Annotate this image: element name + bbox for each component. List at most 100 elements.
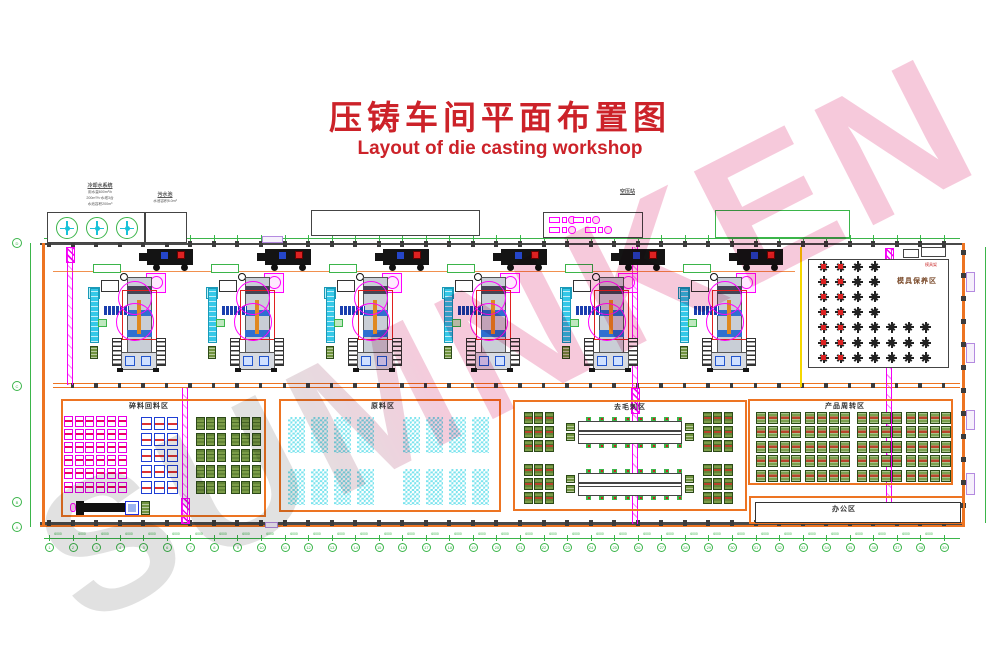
grid-column-bubble: 39: [939, 543, 949, 552]
outfeed-conveyor: [562, 288, 571, 343]
top-wall-column: [753, 241, 758, 247]
part-rack: [628, 338, 638, 366]
bay-dimension: 6000: [854, 531, 863, 536]
bay-dimension: 6000: [383, 531, 392, 536]
bottom-dim-tick: [402, 535, 404, 541]
product-pallet: [929, 412, 940, 424]
scrap-drum: [251, 449, 261, 462]
deburr-stool-dot: [639, 418, 642, 420]
grid-column-bubble: 30: [727, 543, 737, 552]
deburr-drum: [534, 440, 544, 452]
grid-column-bubble: 27: [657, 543, 667, 552]
right-wall-column: [961, 296, 966, 301]
bottom-dim-tick: [731, 535, 733, 541]
product-pallet: [840, 426, 851, 439]
bottom-dim-tick: [260, 535, 262, 541]
grid-column-bubble: 18: [445, 543, 455, 552]
scrap-drum: [206, 417, 216, 430]
top-dim-tick: [260, 235, 262, 241]
part-rack: [392, 338, 402, 366]
product-pallet: [892, 426, 903, 439]
bottom-wall-column: [447, 520, 452, 526]
mold-stand-center: [855, 264, 860, 269]
scrap-drum: [196, 417, 205, 430]
interior-wall-column: [447, 383, 451, 388]
deburr-stool-dot: [665, 445, 668, 447]
scrap-drum: [231, 417, 240, 430]
furnace-wheel: [271, 264, 278, 271]
control-screen: [495, 356, 505, 366]
product-pallet: [805, 412, 815, 424]
grid-column-bubble: 14: [351, 543, 361, 552]
product-pallet: [868, 426, 879, 439]
mold-stand-center: [838, 340, 843, 345]
deburr-stool-dot: [587, 445, 590, 447]
deburr-end-pallet: [566, 433, 575, 441]
bay-dimension: 6000: [148, 531, 156, 536]
deburr-stool-dot: [652, 445, 655, 447]
product-pallet: [756, 469, 766, 482]
pump-motor: [568, 226, 576, 234]
bay-dimension: 6000: [713, 531, 722, 536]
mold-stand-center: [821, 294, 826, 300]
scrap-pallet-magenta: [64, 442, 73, 454]
mold-stand-center: [906, 355, 911, 361]
scrap-pallet-magenta: [85, 416, 95, 427]
label-product-turnover-area: 产品周转区: [825, 403, 865, 410]
crane-rail: [886, 248, 892, 524]
grid-column-bubble: 38: [916, 543, 926, 552]
top-dim-tick: [731, 235, 733, 241]
top-dim-tick: [779, 235, 781, 241]
bottom-wall-column: [282, 520, 287, 526]
machine-foot: [271, 368, 277, 372]
bottom-dim-tick: [661, 535, 663, 541]
furnace-blue-unit: [161, 252, 168, 259]
small-green-box: [688, 319, 697, 327]
bay-dimension: 6000: [807, 531, 816, 536]
product-pallet: [779, 426, 790, 439]
scrap-drum: [196, 481, 205, 494]
product-pallet: [880, 469, 891, 482]
top-wall-column: [541, 241, 546, 247]
right-wall-door: [966, 343, 975, 363]
ingot-stack: [403, 469, 420, 505]
robot-reach-circle: [116, 303, 154, 341]
pallet-rack: [680, 346, 688, 359]
scrap-pallet-magenta: [117, 429, 127, 441]
crane-rail: [182, 388, 188, 524]
bottom-wall-column: [612, 520, 617, 526]
grid-column-bubble: 34: [822, 543, 832, 552]
scrap-drum: [241, 449, 251, 462]
crane-girder-line: [53, 271, 795, 272]
top-dim-tick: [849, 235, 851, 241]
cooling-tower-hub: [124, 226, 130, 231]
bottom-dim-tick: [849, 535, 851, 541]
mold-bench: [921, 247, 946, 257]
bottom-dim-tick: [119, 535, 121, 541]
product-pallet: [816, 455, 827, 468]
top-dim-tick: [708, 235, 710, 241]
bottom-wall-column: [470, 520, 475, 526]
bay-dimension: 6000: [901, 531, 910, 536]
bottom-dim-tick: [190, 535, 192, 541]
deburr-stool-dot: [613, 497, 616, 499]
furnace-wheel: [771, 264, 778, 271]
right-wall-column: [961, 342, 966, 347]
right-wall: [962, 243, 965, 527]
grid-row-bubble: A: [12, 522, 22, 532]
scrap-drum: [251, 417, 261, 430]
small-green-box: [570, 319, 579, 327]
grid-column-bubble: 22: [539, 543, 549, 552]
product-zone: [748, 399, 953, 485]
scrap-drum: [196, 433, 205, 446]
product-pallet: [840, 455, 851, 468]
bay-dimension: 6000: [619, 531, 627, 536]
control-screen: [731, 356, 741, 366]
furnace-wheel: [743, 264, 750, 271]
grid-column-bubble: 9: [233, 543, 243, 552]
top-dim-tick: [284, 235, 286, 241]
cell-service-box: [329, 264, 357, 273]
deburr-stool-dot: [665, 418, 668, 420]
top-wall-column: [682, 241, 687, 247]
deburr-drum: [713, 426, 723, 438]
